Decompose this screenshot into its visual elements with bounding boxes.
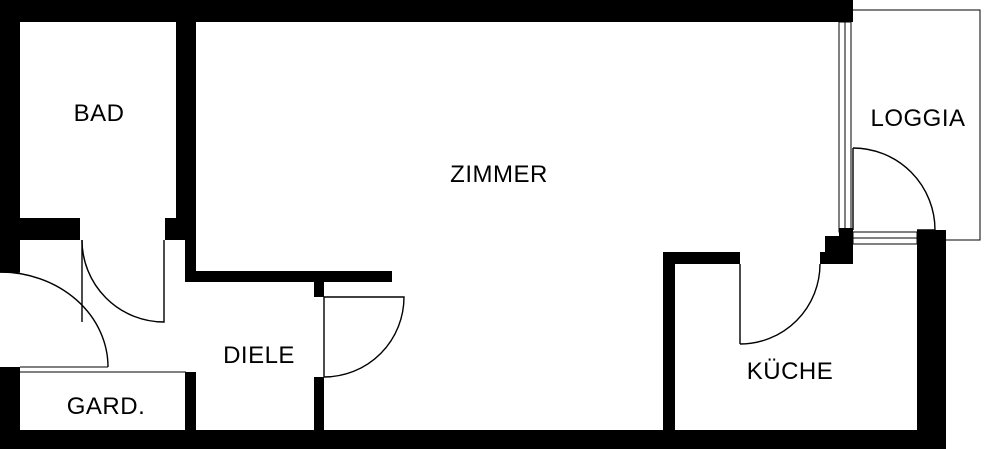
wall-left-lower: [0, 367, 20, 449]
wall-left-upper: [0, 0, 20, 272]
label-loggia: LOGGIA: [870, 105, 965, 132]
doors: [0, 147, 936, 378]
wall-right-upper: [839, 0, 853, 22]
wall-diele-lower: [314, 377, 324, 449]
wall-kueche-top-right: [820, 252, 853, 264]
wall-kueche-top-left: [663, 252, 740, 264]
windows: [838, 21, 918, 245]
wall-right-kueche: [917, 230, 946, 449]
wall-gard: [185, 372, 196, 449]
room-labels: BAD ZIMMER LOGGIA DIELE KÜCHE GARD.: [67, 100, 965, 420]
label-zimmer: ZIMMER: [450, 161, 548, 188]
wall-kueche-left: [663, 252, 675, 449]
wall-diele-jamb: [314, 271, 324, 297]
door-zimmer-arc: [323, 296, 405, 378]
wall-bad-bottom-left: [0, 218, 80, 240]
wall-bottom: [0, 430, 946, 449]
label-diele: DIELE: [223, 342, 295, 369]
wall-top: [0, 0, 853, 22]
door-loggia-arc: [852, 147, 936, 231]
door-entrance-arc: [0, 271, 109, 368]
wall-bad-zimmer: [176, 0, 196, 240]
label-bad: BAD: [74, 100, 125, 127]
wall-diele-horizontal: [185, 271, 392, 282]
loggia-outline: [853, 9, 981, 241]
label-gard: GARD.: [67, 393, 146, 420]
walls: [0, 0, 946, 449]
label-kueche: KÜCHE: [747, 358, 834, 385]
door-bad-arc: [81, 239, 165, 323]
gard-outline: [20, 366, 186, 373]
door-kueche-arc: [739, 263, 821, 345]
wall-diele-vertical: [185, 218, 196, 282]
